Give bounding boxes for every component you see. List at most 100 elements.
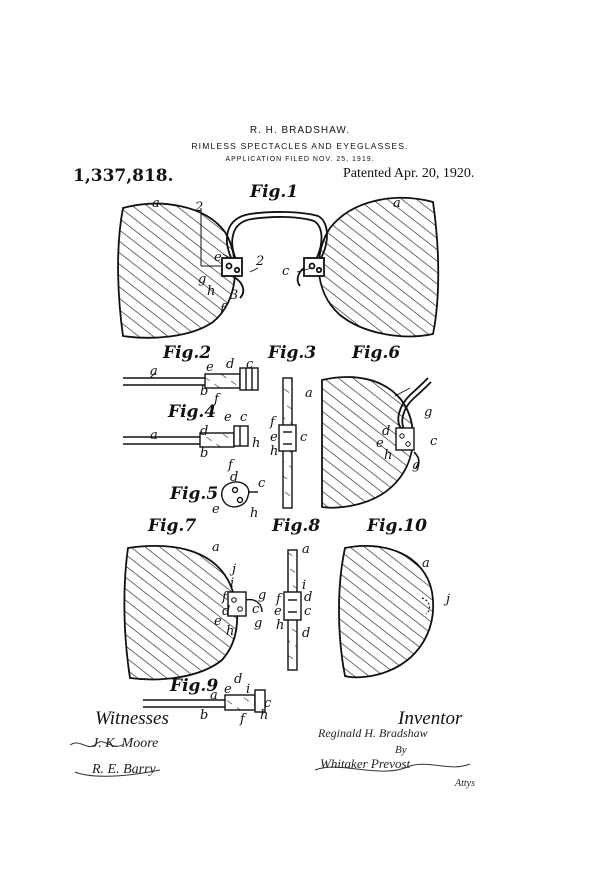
ref-j: j [446, 592, 451, 607]
ref-g: g [198, 272, 207, 287]
ref-c: c [430, 434, 438, 449]
ref-b: b [200, 384, 209, 399]
fig1-label: Fig.1 [250, 182, 299, 202]
inventor-header: R. H. BRADSHAW. [249, 125, 351, 136]
ref-d: d [222, 604, 231, 619]
ref-j: j [232, 562, 237, 577]
ref-d: d [382, 424, 391, 439]
witnesses-label: Witnesses [95, 708, 169, 729]
attys-label: Attys [455, 778, 475, 789]
fig3-side-view [278, 377, 297, 509]
ref-e: e [270, 430, 278, 445]
ref-e: e [224, 410, 232, 425]
ref-h: h [270, 444, 279, 459]
ref-e: e [224, 682, 232, 697]
ref-f: f [220, 302, 225, 317]
ref-c: c [304, 604, 312, 619]
fig5-label: Fig.5 [170, 484, 219, 504]
ref-d: d [200, 424, 209, 439]
ref-f: f [228, 458, 233, 473]
ref-h: h [250, 506, 259, 521]
ref-e: e [376, 436, 384, 451]
fig9-section [143, 689, 266, 713]
ref-f: f [214, 392, 219, 407]
fig3-label: Fig.3 [268, 343, 317, 363]
ref-h: h [226, 624, 235, 639]
ref-i: i [302, 578, 307, 593]
attorney-signature: Whitaker Prevost [320, 756, 411, 771]
ref-c: c [240, 410, 248, 425]
ref-i: i [230, 576, 235, 591]
ref-e: e [274, 604, 282, 619]
ref-g: g [424, 405, 433, 420]
ref-f: f [222, 590, 227, 605]
ref-g: g [254, 616, 263, 631]
ref-a: a [152, 196, 160, 211]
ref-c: c [300, 430, 308, 445]
fig9-label: Fig.9 [170, 676, 219, 696]
fig4-label: Fig.4 [168, 402, 217, 422]
ref-e: e [214, 614, 222, 629]
ref-2: 2 [195, 200, 204, 215]
ref-a: a [302, 542, 310, 557]
fig8-side-view [283, 549, 302, 671]
fig6-lens [321, 376, 432, 509]
patent-number: 1,337,818. [73, 166, 174, 186]
ref-g: g [412, 458, 421, 473]
fig1-bridge [200, 208, 328, 299]
ref-a: a [422, 556, 430, 571]
ref-h: h [384, 448, 393, 463]
fig2-section [123, 367, 259, 391]
ref-c: c [246, 357, 254, 372]
ref-b: b [200, 708, 209, 723]
ref-c: c [258, 476, 266, 491]
ref-i: i [246, 682, 251, 697]
ref-f: f [240, 712, 245, 727]
ref-h: h [276, 618, 285, 633]
ref-2: 2 [256, 254, 265, 269]
fig1-right-lens [317, 196, 440, 338]
ref-a: a [150, 364, 158, 379]
fig6-label: Fig.6 [352, 343, 401, 363]
ref-d: d [304, 590, 313, 605]
ref-d: d [230, 470, 239, 485]
ref-d: d [234, 672, 243, 687]
ref-a: a [393, 196, 401, 211]
ref-f: f [276, 592, 281, 607]
ref-f: f [270, 415, 275, 430]
fig1-left-lens [117, 202, 236, 339]
ref-e: e [212, 502, 220, 517]
ref-c: c [252, 602, 260, 617]
ref-b: b [200, 446, 209, 461]
ref-e: e [206, 360, 214, 375]
patented-date: Patented Apr. 20, 1920. [343, 166, 475, 181]
ref-a: a [210, 688, 218, 703]
witness-1-signature: J. K. Moore [92, 736, 159, 751]
ref-c: c [282, 264, 290, 279]
patent-title: RIMLESS SPECTACLES AND EYEGLASSES. [191, 141, 409, 151]
ref-c: c [264, 696, 272, 711]
signature-strokes [69, 741, 471, 777]
inventor-signature: Reginald H. Bradshaw [318, 726, 428, 740]
fig8-label: Fig.8 [272, 516, 321, 536]
fig7-lens [123, 545, 263, 681]
application-filed: APPLICATION FILED NOV. 25, 1919. [225, 156, 375, 163]
witness-2-signature: R. E. Barry [92, 762, 156, 777]
ref-a: a [150, 428, 158, 443]
ref-h: h [252, 436, 261, 451]
ref-a: a [212, 540, 220, 555]
fig5-clip [221, 481, 258, 508]
ref-d: d [302, 626, 311, 641]
ref-h: h [260, 708, 269, 723]
ref-g: g [258, 588, 267, 603]
fig2-label: Fig.2 [163, 343, 212, 363]
by-label: By [395, 744, 407, 756]
ref-h: h [207, 284, 216, 299]
ref-a: a [305, 386, 313, 401]
fig10-label: Fig.10 [367, 516, 427, 536]
fig7-label: Fig.7 [148, 516, 197, 536]
ref-e: e [214, 250, 222, 265]
ref-d: d [226, 357, 235, 372]
